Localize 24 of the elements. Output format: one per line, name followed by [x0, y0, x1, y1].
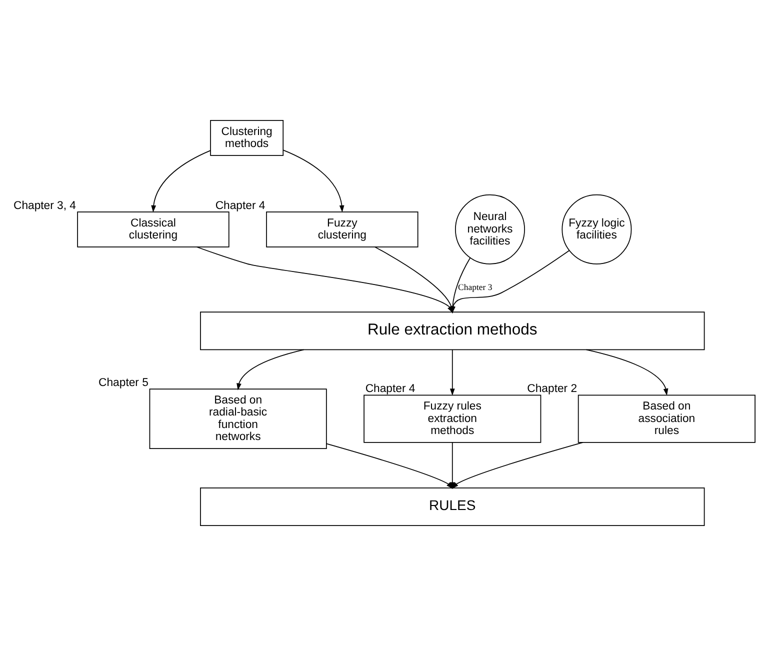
- arrow: [282, 150, 344, 212]
- node-box: Rule extraction methods: [200, 312, 705, 350]
- node-label: Chapter 2: [527, 383, 578, 396]
- node-box: Clustering methods: [210, 120, 284, 156]
- node-circle: Fyzzy logic facilities: [562, 194, 632, 264]
- node-label: Chapter 4: [215, 200, 266, 212]
- arrow: [450, 258, 471, 314]
- arrow: [451, 442, 584, 489]
- node-label: Chapter 4: [365, 383, 416, 396]
- node-box: Fuzzy rules extraction methods: [364, 394, 542, 443]
- node-box: Based on radial-basic function networks: [149, 388, 327, 449]
- node-box: Fuzzy clustering: [266, 211, 418, 248]
- node-label: Chapter 5: [98, 376, 148, 389]
- node-box: RULES: [200, 487, 705, 526]
- edge-label: Chapter 3: [458, 282, 492, 292]
- arrow: [450, 250, 570, 314]
- arrow: [151, 150, 211, 212]
- node-box: Classical clustering: [77, 211, 230, 248]
- arrow: [586, 349, 668, 396]
- node-label: Chapter 3, 4: [14, 200, 76, 212]
- arrow: [450, 349, 455, 396]
- node-circle: Neural networks facilities: [455, 194, 525, 264]
- node-box: Based on association rules: [578, 394, 756, 443]
- arrow: [236, 349, 304, 390]
